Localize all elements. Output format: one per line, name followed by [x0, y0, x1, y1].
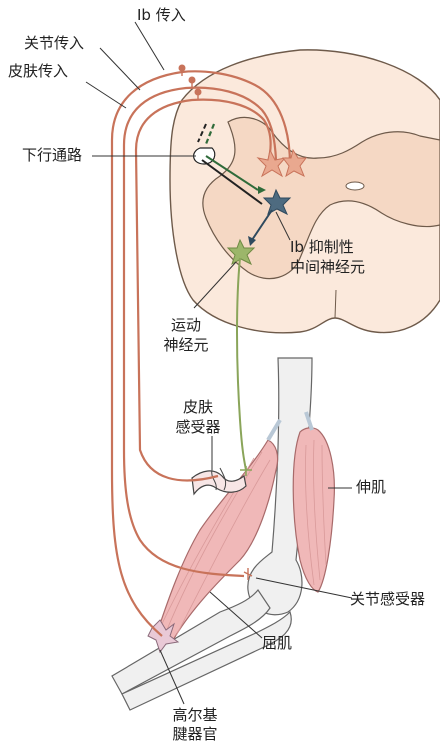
skin-patch — [192, 471, 246, 494]
label-skin-rec-2: 感受器 — [168, 418, 228, 437]
label-joint-afferent: 关节传入 — [24, 34, 84, 53]
label-flexor: 屈肌 — [262, 634, 292, 653]
ganglion-joint — [189, 77, 196, 84]
label-extensor: 伸肌 — [356, 478, 386, 497]
label-golgi-1: 高尔基 — [160, 706, 230, 725]
label-joint-receptor: 关节感受器 — [350, 590, 425, 609]
ganglion-skin — [195, 89, 202, 96]
leader-skin — [86, 82, 126, 108]
label-motor-2: 神经元 — [156, 336, 216, 355]
label-ib-inhib-1: Ib 抑制性 — [290, 238, 354, 257]
label-skin-rec-1: 皮肤 — [168, 398, 228, 417]
leader-joint — [100, 48, 140, 90]
central-canal — [346, 182, 364, 190]
label-ib-inhib-2: 中间神经元 — [290, 258, 365, 277]
label-motor-1: 运动 — [156, 316, 216, 335]
label-golgi-2: 腱器官 — [160, 725, 230, 744]
leader-ib — [135, 22, 164, 70]
ganglion-ib — [179, 65, 186, 72]
label-descending: 下行通路 — [22, 146, 82, 165]
label-skin-afferent: 皮肤传入 — [8, 62, 68, 81]
label-ib-afferent: Ib 传入 — [137, 6, 186, 25]
